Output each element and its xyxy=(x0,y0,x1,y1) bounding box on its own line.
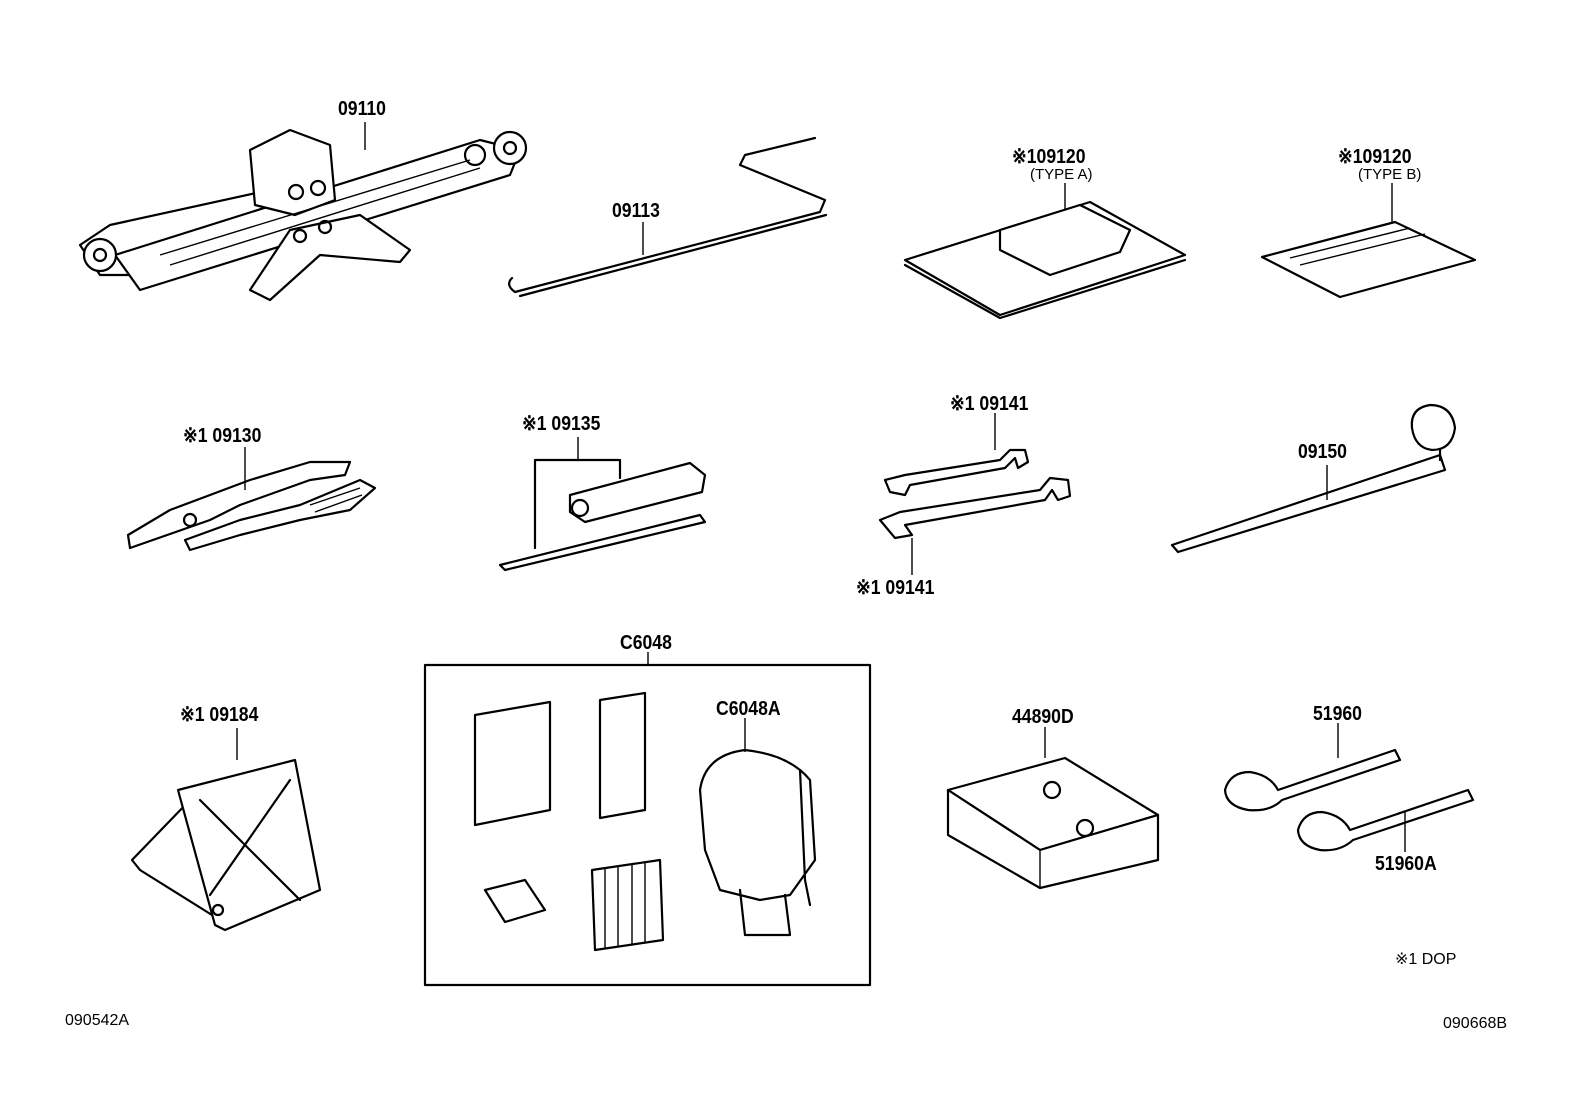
label-warning-triangle: ※1 09184 xyxy=(180,704,259,726)
label-repair-kit: C6048 xyxy=(620,632,672,654)
warning-triangle-drawing xyxy=(130,728,322,932)
label-case: 44890D xyxy=(1012,706,1074,728)
label-wheel-wrench: 09150 xyxy=(1298,441,1347,463)
wheel-wrench-drawing xyxy=(1170,403,1457,554)
tool-bag-b-drawing xyxy=(1260,183,1477,299)
label-wrench-bottom: ※1 09141 xyxy=(856,577,935,599)
pliers-drawing xyxy=(126,447,377,552)
label-wrench-top: ※1 09141 xyxy=(950,393,1029,415)
label-jack-handle: 09113 xyxy=(612,200,660,222)
label-tow-hook: 51960 xyxy=(1313,703,1362,725)
jack-handle-drawing xyxy=(508,136,828,298)
wrenches-drawing xyxy=(878,413,1072,575)
label-tool-bag-b: ※109120 xyxy=(1338,146,1412,168)
label-tool-bag-a-type: (TYPE A) xyxy=(1030,166,1093,183)
code-right: 090668B xyxy=(1443,1015,1508,1032)
tool-bag-a-drawing xyxy=(903,183,1187,320)
label-tow-hook-alt: 51960A xyxy=(1375,853,1437,875)
repair-kit-drawing xyxy=(423,652,872,987)
note-dop: ※1 DOP xyxy=(1395,951,1457,968)
label-jack: 09110 xyxy=(338,98,386,120)
label-compressor: C6048A xyxy=(716,698,781,720)
label-tool-bag-a: ※109120 xyxy=(1012,146,1086,168)
code-left: 090542A xyxy=(65,1012,130,1029)
label-screwdriver: ※1 09135 xyxy=(522,413,601,435)
label-pliers: ※1 09130 xyxy=(183,425,262,447)
tow-hooks-drawing xyxy=(1223,723,1475,852)
label-tool-bag-b-type: (TYPE B) xyxy=(1358,166,1422,183)
screwdriver-drawing xyxy=(498,437,707,572)
jack-drawing xyxy=(78,122,528,302)
case-drawing xyxy=(946,727,1160,890)
